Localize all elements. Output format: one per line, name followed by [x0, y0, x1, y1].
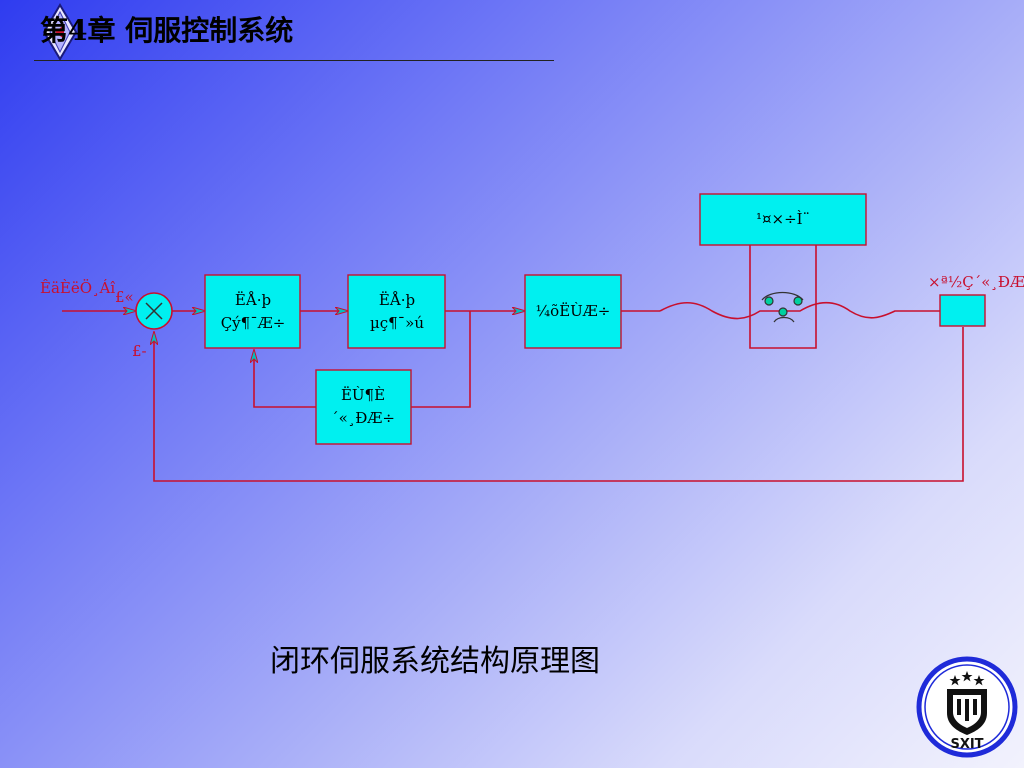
speed-sensor-label-2: ´«¸ÐÆ÷: [331, 409, 395, 427]
angle-sensor-block: [939, 294, 986, 327]
sum-plus-label: £«: [115, 288, 134, 306]
ball-screw-line: [659, 301, 940, 320]
input-label: ÊäÈëÖ¸Áî: [40, 279, 115, 297]
logo-text: SXIT: [950, 737, 983, 752]
servo-motor-block: [347, 274, 446, 349]
gear-reducer-label: ¼õËÙÆ÷: [536, 302, 611, 320]
speed-controller-block: [204, 274, 301, 349]
worktable-label: ¹¤×÷Ì¨: [756, 210, 810, 228]
star-icon: [949, 671, 985, 686]
speed-feedback-return-line: [254, 350, 316, 408]
ball-nut-icon: [761, 291, 804, 323]
speed-sensor-label-1: ËÙ¶È: [341, 386, 385, 404]
output-label: ×ª½Ç´«¸ÐÆ: [928, 273, 1024, 291]
summing-junction: [135, 292, 173, 330]
worktable-block: [699, 193, 867, 246]
speed-feedback-line: [411, 311, 471, 408]
worktable-frame: [749, 245, 817, 349]
servo-motor-label-1: ËÅ·þ: [379, 291, 415, 309]
position-feedback-line: [154, 327, 964, 482]
gear-reducer-block: [524, 274, 622, 349]
title-underline: [34, 60, 554, 61]
chapter-diamond-icon: [42, 3, 78, 61]
speed-controller-label-2: Çý¶¯Æ÷: [221, 314, 286, 332]
slide-title: 第4章 伺服控制系统: [40, 14, 294, 47]
servo-motor-label-2: µç¶¯»ú: [370, 314, 424, 332]
speed-controller-label-1: ËÅ·þ: [235, 291, 271, 309]
diagram-caption: 闭环伺服系统结构原理图: [270, 644, 600, 679]
sum-minus-label: £-: [132, 342, 147, 360]
speed-sensor-block: [315, 369, 412, 445]
school-logo: SXIT: [916, 656, 1018, 758]
